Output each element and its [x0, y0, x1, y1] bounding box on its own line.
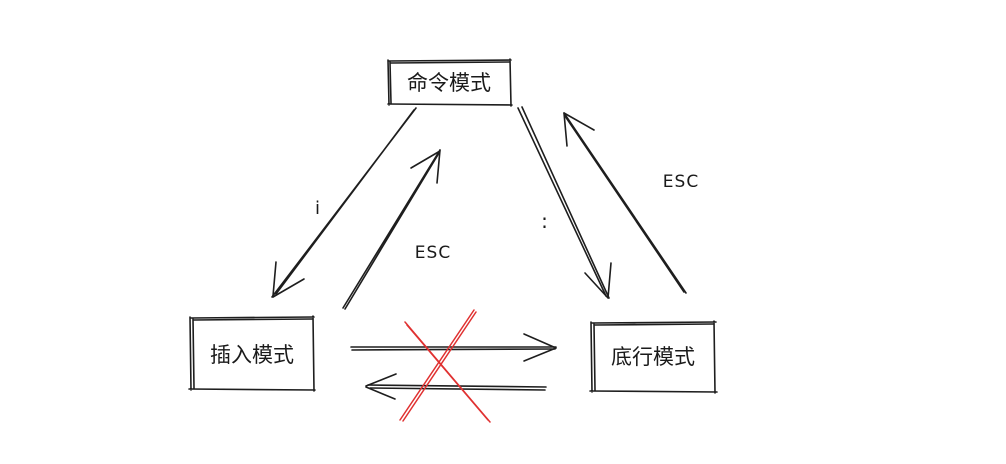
lastline-mode-label: 底行模式 [611, 345, 695, 369]
insert-mode-node: 插入模式 [188, 315, 316, 392]
arrowhead-command-to-lastline [584, 262, 612, 299]
lastline-mode-node: 底行模式 [589, 320, 718, 394]
edge-lastline-to-insert-crossed [365, 373, 547, 400]
edge-label-i: i [315, 198, 321, 219]
edge-insert-to-command: ESC [342, 149, 451, 310]
cross-stroke-a [404, 321, 491, 423]
edge-insert-to-lastline-crossed [350, 333, 557, 362]
red-cross-mark [399, 309, 491, 423]
command-mode-box [387, 58, 513, 107]
arrow-command-to-insert [271, 107, 417, 298]
edge-label-esc-left: ESC [415, 243, 451, 263]
insert-mode-label: 插入模式 [210, 343, 294, 367]
arrow-insert-to-command [342, 149, 441, 310]
arrowhead-insert-to-lastline [523, 333, 557, 362]
command-mode-node: 命令模式 [387, 58, 513, 107]
edge-command-to-lastline: : [517, 106, 612, 299]
arrow-insert-to-lastline [350, 346, 557, 351]
insert-mode-box [188, 315, 316, 392]
edge-command-to-insert: i [271, 107, 417, 298]
arrow-lastline-to-command [563, 112, 687, 294]
lastline-mode-box [589, 320, 718, 394]
cross-stroke-b [399, 309, 477, 422]
arrowhead-lastline-to-command [563, 112, 595, 147]
arrowhead-insert-to-command [410, 149, 441, 184]
edge-lastline-to-command: ESC [563, 112, 699, 294]
edge-label-esc-right: ESC [663, 172, 699, 192]
edge-label-colon: : [541, 209, 549, 233]
arrow-lastline-to-insert [367, 384, 547, 391]
arrow-command-to-lastline [517, 106, 610, 299]
command-mode-label: 命令模式 [407, 71, 491, 95]
arrowhead-lastline-to-insert [365, 373, 397, 400]
arrowhead-command-to-insert [272, 261, 305, 298]
